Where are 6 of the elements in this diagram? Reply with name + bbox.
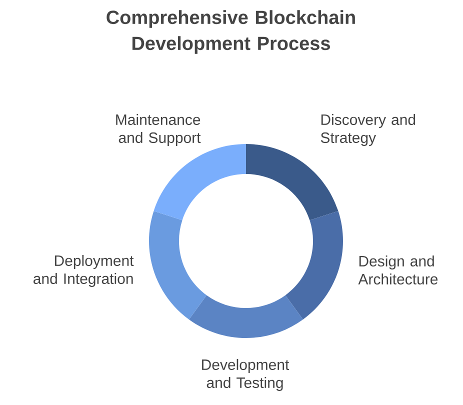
segment-label: Design and Architecture (358, 256, 438, 284)
segment-label: Deployment and Integration (34, 255, 134, 287)
segment-label: Discovery and Strategy (320, 114, 416, 146)
segment-label: Development and Testing (202, 359, 290, 391)
title: Comprehensive Blockchain Development Process (106, 10, 355, 54)
segment-label: Maintenance and Support (116, 114, 201, 146)
